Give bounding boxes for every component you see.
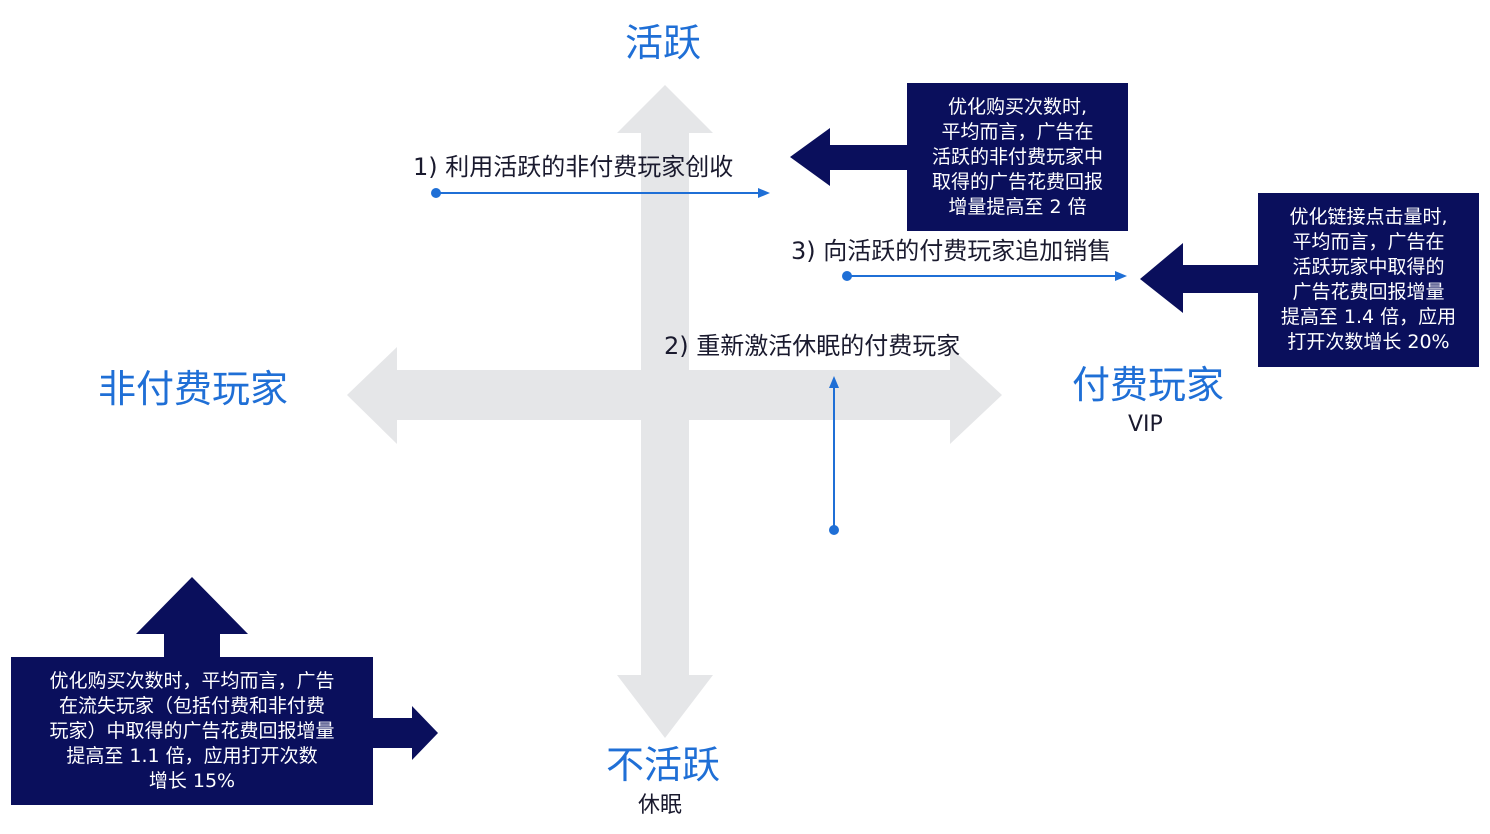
- strategy-3-pointer-dot: [842, 271, 852, 281]
- strategy-1-pointer-head: [758, 188, 770, 198]
- callout-3-right-arrow: [372, 706, 438, 760]
- axis-label-paying-players: 付费玩家: [1072, 363, 1225, 407]
- callout-3-line: 优化购买次数时，平均而言，广告: [49, 669, 335, 692]
- callout-1-arrow: [790, 128, 910, 186]
- axis-label-inactive: 不活跃: [606, 743, 721, 787]
- callout-3-line: 增长 15%: [148, 769, 236, 792]
- callout-1-line: 取得的广告花费回报: [931, 170, 1103, 193]
- callout-2-line: 打开次数增长 20%: [1287, 331, 1450, 353]
- strategy-3-pointer-head: [1115, 271, 1127, 281]
- horizontal-axis-arrow: [347, 347, 1002, 444]
- callout-1-line: 增量提高至 2 倍: [948, 195, 1087, 218]
- axis-sublabel-vip: VIP: [1128, 412, 1163, 437]
- strategy-2-label: 2) 重新激活休眠的付费玩家: [664, 332, 961, 360]
- callout-1-text: 优化购买次数时, 平均而言，广告在 活跃的非付费玩家中 取得的广告花费回报 增量…: [932, 95, 1103, 220]
- callout-3-line: 在流失玩家（包括付费和非付费: [58, 694, 325, 717]
- axis-label-active: 活跃: [625, 21, 702, 65]
- axis-sublabel-dormant: 休眠: [638, 793, 683, 818]
- callout-2-line: 平均而言，广告在: [1292, 231, 1445, 253]
- callout-3-up-arrow: [136, 577, 248, 660]
- strategy-1-pointer-dot: [431, 188, 441, 198]
- callout-box-churned-players: 优化购买次数时，平均而言，广告 在流失玩家（包括付费和非付费 玩家）中取得的广告…: [11, 657, 373, 805]
- strategy-1-label: 1) 利用活跃的非付费玩家创收: [413, 153, 734, 181]
- callout-1-line: 活跃的非付费玩家中: [931, 145, 1103, 168]
- callout-2-line: 优化链接点击量时,: [1289, 206, 1448, 228]
- strategy-2-pointer-head: [829, 376, 839, 388]
- callout-3-line: 提高至 1.1 倍，应用打开次数: [66, 744, 318, 767]
- strategy-3-label: 3) 向活跃的付费玩家追加销售: [791, 237, 1112, 265]
- callout-2-text: 优化链接点击量时, 平均而言，广告在 活跃玩家中取得的 广告花费回报增量 提高至…: [1281, 205, 1456, 355]
- callout-box-active-non-paying: 优化购买次数时, 平均而言，广告在 活跃的非付费玩家中 取得的广告花费回报 增量…: [907, 83, 1128, 231]
- callout-3-line: 玩家）中取得的广告花费回报增量: [49, 719, 335, 742]
- strategy-2-pointer-dot: [829, 525, 839, 535]
- callout-1-line: 平均而言，广告在: [941, 120, 1094, 143]
- callout-2-arrow: [1140, 243, 1260, 313]
- callout-3-text: 优化购买次数时，平均而言，广告 在流失玩家（包括付费和非付费 玩家）中取得的广告…: [49, 669, 334, 794]
- callout-2-line: 广告花费回报增量: [1292, 281, 1445, 303]
- callout-1-line: 优化购买次数时,: [947, 95, 1088, 118]
- callout-2-line: 活跃玩家中取得的: [1292, 256, 1445, 278]
- axis-label-non-paying-players: 非付费玩家: [98, 367, 289, 411]
- callout-2-line: 提高至 1.4 倍，应用: [1280, 306, 1457, 328]
- callout-box-active-paying: 优化链接点击量时, 平均而言，广告在 活跃玩家中取得的 广告花费回报增量 提高至…: [1258, 193, 1479, 367]
